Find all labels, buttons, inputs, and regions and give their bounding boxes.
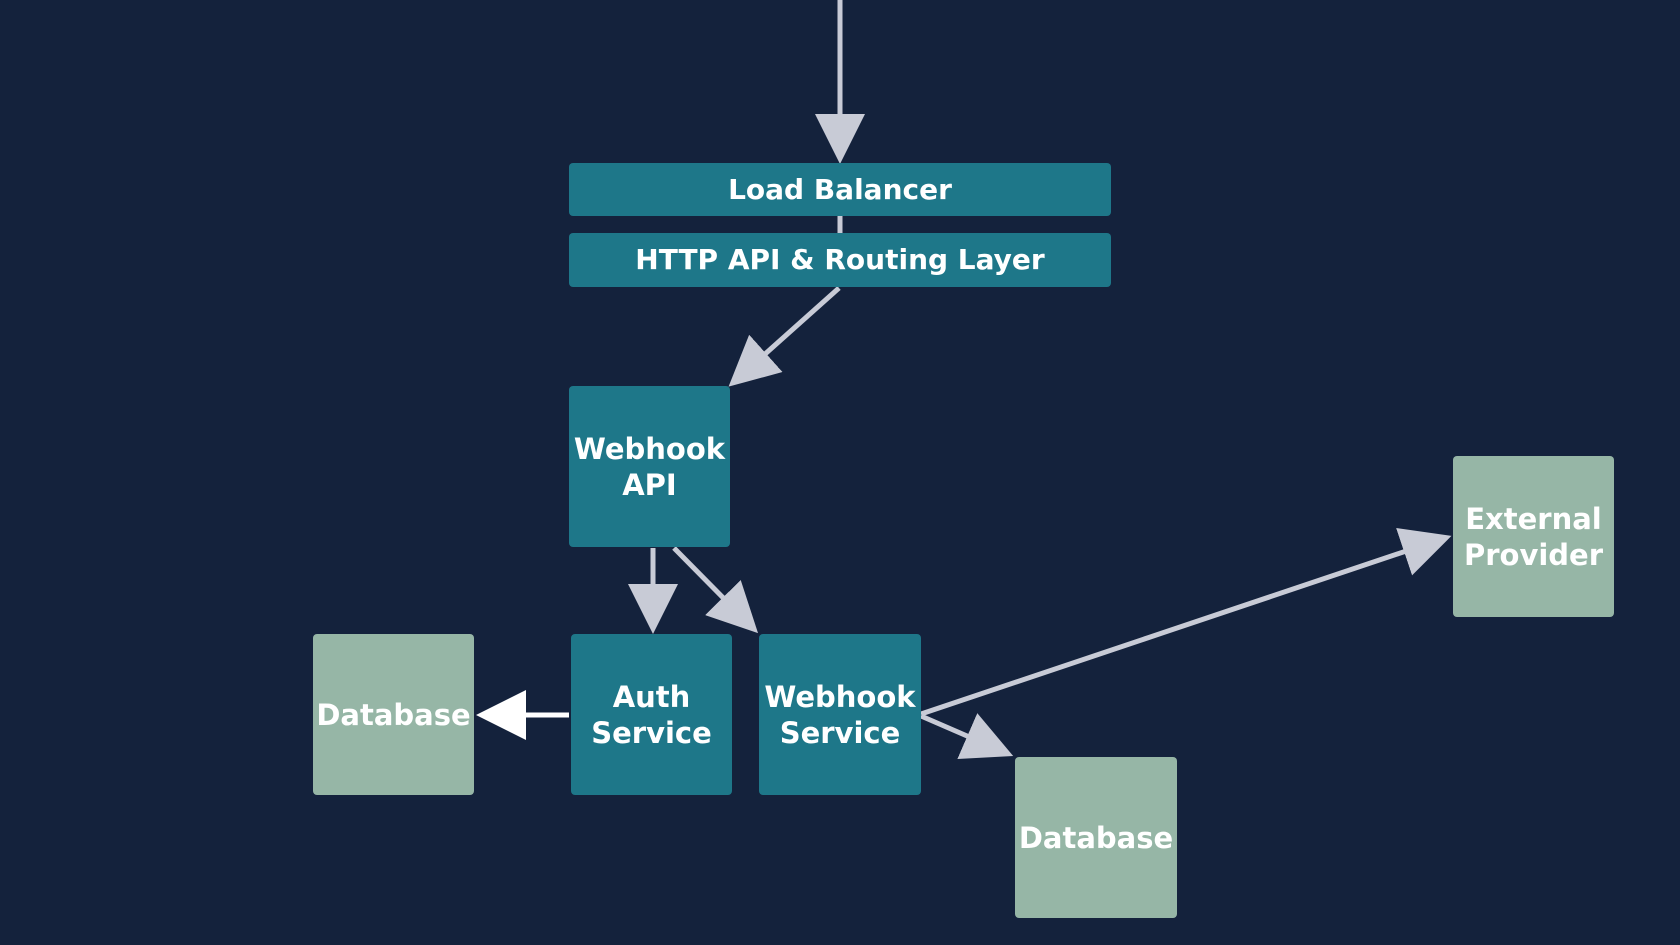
arrow-webhook-service-to-external-provider: [920, 528, 1452, 717]
external-provider-label: External Provider: [1463, 501, 1604, 572]
webhook-api-label: Webhook API: [573, 431, 726, 502]
webhook-service-label: Webhook Service: [764, 679, 916, 750]
load-balancer-node: Load Balancer: [569, 163, 1111, 216]
external-provider-node: External Provider: [1453, 456, 1614, 617]
auth-database-label: Database: [316, 697, 471, 732]
auth-database-node: Database: [313, 634, 474, 795]
webhook-database-node: Database: [1015, 757, 1177, 918]
arrow-webhook-service-to-database: [920, 713, 1014, 760]
load-balancer-label: Load Balancer: [728, 172, 952, 206]
arrow-webhook-api-to-webhook-service: [672, 546, 759, 634]
http-api-routing-layer-label: HTTP API & Routing Layer: [635, 243, 1045, 276]
webhook-api-node: Webhook API: [569, 386, 730, 547]
arrow-http-api-to-webhook-api: [728, 286, 841, 387]
http-api-routing-layer-node: HTTP API & Routing Layer: [569, 233, 1111, 287]
auth-service-node: Auth Service: [571, 634, 732, 795]
auth-service-label: Auth Service: [591, 679, 712, 750]
webhook-database-label: Database: [1018, 820, 1174, 855]
webhook-service-node: Webhook Service: [759, 634, 921, 795]
